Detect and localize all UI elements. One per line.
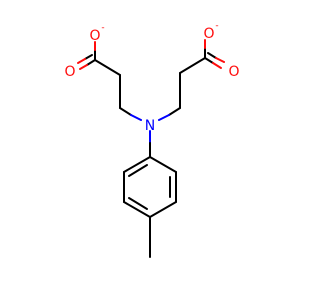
atom-o-right-carbonyl: O (228, 64, 239, 80)
ring-double-bond-top-left (128, 164, 148, 177)
charge-o-left-top: - (101, 23, 104, 33)
atom-o-left-top: O (89, 28, 100, 44)
bond-right-c-o-double-carbon-half-1 (204, 57, 214, 64)
bond-right-ch2-n-carbon-half (168, 107, 181, 116)
ring-bond-1 (149, 156, 177, 173)
bond-right-c-o-double-carbon-half-2 (207, 52, 217, 59)
ring-bond-3 (149, 201, 177, 218)
bond-right-carboxyl-c-ch2 (179, 57, 206, 74)
bond-left-ch2-n-carbon-half (119, 107, 132, 116)
atom-labels: O - O O - O N (64, 21, 239, 134)
bond-right-c-o-double-oxygen-half-2 (215, 57, 225, 63)
atom-o-right-top: O (203, 26, 214, 42)
atom-nitrogen: N (145, 118, 155, 134)
bond-right-c-o-double-oxygen-half-1 (212, 62, 222, 69)
ring-bond-6 (123, 156, 151, 173)
bond-left-carboxyl-c-ch2 (94, 59, 121, 76)
molecule-diagram: O - O O - O N (64, 21, 240, 258)
ring-bond-4 (123, 201, 151, 218)
nitrogen-bonds (119, 107, 181, 158)
bond-left-c-o-double-oxygen-half-1 (79, 64, 88, 70)
bond-left-c-o-double-oxygen-half-2 (77, 58, 86, 64)
charge-o-right-top: - (215, 21, 218, 31)
atom-o-left-carbonyl: O (64, 64, 75, 80)
ring-double-bond-bottom-left (128, 197, 148, 210)
bond-left-c-o-double-carbon-half-2 (84, 54, 93, 60)
carboxylate-bonds (77, 39, 225, 70)
bond-left-ch2-n-nitrogen-half (130, 114, 142, 121)
bond-right-ch2-n-nitrogen-half (158, 114, 170, 121)
carbon-bonds (94, 57, 206, 258)
bond-left-c-o-double-carbon-half-1 (86, 59, 96, 66)
